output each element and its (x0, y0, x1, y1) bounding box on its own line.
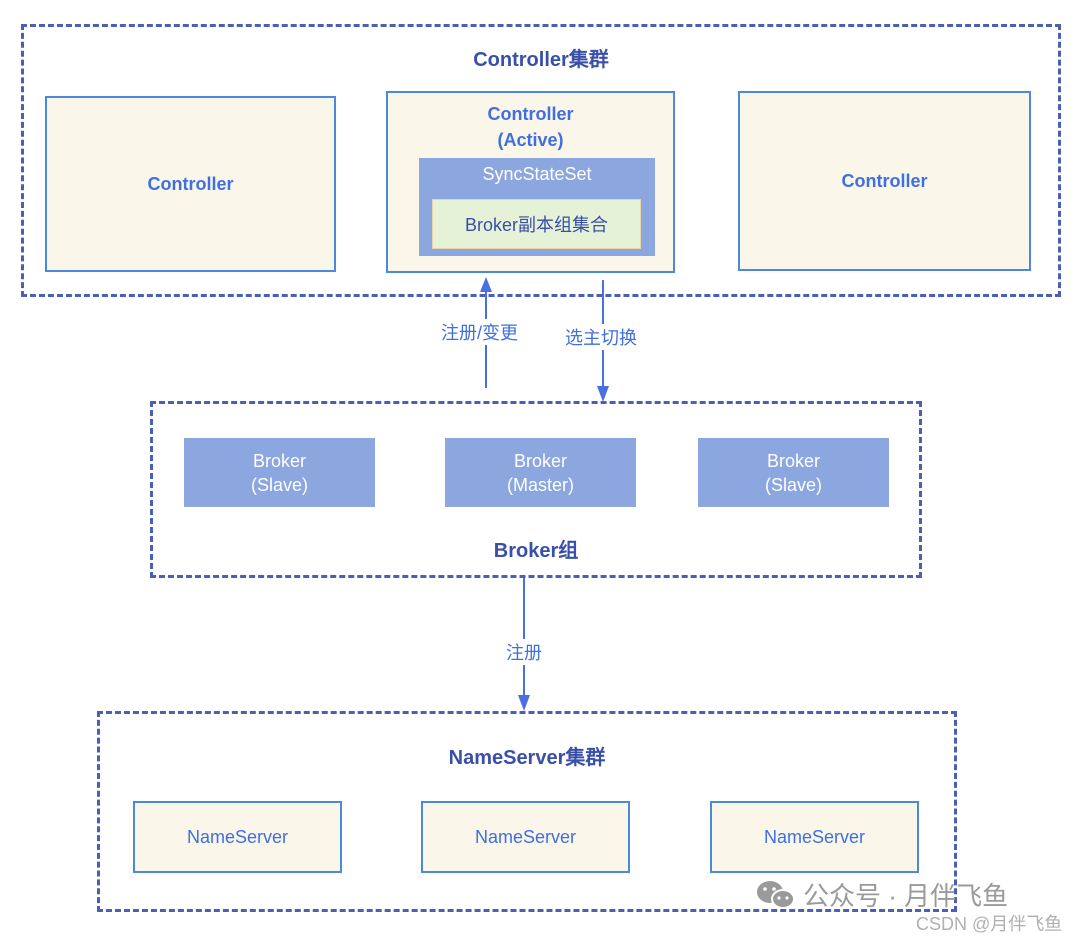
controller-active-sublabel: (Active) (497, 130, 564, 150)
nameserver-node-left[interactable]: NameServer (133, 801, 342, 873)
broker-label: Broker (252, 450, 306, 471)
wechat-icon (757, 880, 795, 909)
nameserver-node-middle[interactable]: NameServer (421, 801, 630, 873)
broker-slave-right[interactable]: Broker (Slave) (698, 438, 889, 507)
broker-slave-left[interactable]: Broker (Slave) (184, 438, 375, 507)
broker-label: Broker (766, 450, 820, 471)
controller-node-label: Controller (841, 170, 928, 191)
nameserver-cluster-title: NameServer集群 (448, 747, 606, 769)
sync-state-set-label: SyncStateSet (482, 164, 592, 184)
edge-label-register: 注册 (506, 639, 542, 665)
nameserver-cluster: NameServer集群 (97, 711, 957, 912)
broker-role: (Slave) (250, 474, 308, 495)
broker-master[interactable]: Broker (Master) (445, 438, 636, 507)
controller-node-left[interactable]: Controller (45, 96, 336, 272)
nameserver-label: NameServer (474, 826, 577, 847)
nameserver-label: NameServer (186, 826, 289, 847)
edge-label-register-change: 注册/变更 (441, 319, 519, 345)
sync-state-set[interactable]: SyncStateSet Broker副本组集合 (419, 158, 655, 256)
broker-role: (Slave) (764, 474, 822, 495)
broker-group: Broker组 (150, 401, 922, 578)
nameserver-node-right[interactable]: NameServer (710, 801, 919, 873)
broker-replica-group-set: Broker副本组集合 (432, 199, 641, 249)
controller-cluster: Controller集群 (21, 24, 1061, 297)
broker-group-title: Broker组 (493, 540, 579, 562)
controller-node-label: Controller (487, 104, 574, 124)
edge-label-leader-switch: 选主切换 (565, 324, 637, 350)
controller-cluster-title: Controller集群 (473, 49, 609, 71)
controller-node-label: Controller (147, 173, 234, 194)
controller-node-right[interactable]: Controller (738, 91, 1031, 271)
csdn-watermark: CSDN @月伴飞鱼 (916, 914, 1063, 934)
wechat-watermark: 公众号 · 月伴飞鱼 (755, 876, 1008, 913)
broker-replica-group-set-label: Broker副本组集合 (464, 215, 608, 235)
nameserver-label: NameServer (763, 826, 866, 847)
broker-role: (Master) (507, 474, 574, 495)
broker-label: Broker (513, 450, 567, 471)
wechat-watermark-text: 公众号 · 月伴飞鱼 (803, 881, 1009, 911)
